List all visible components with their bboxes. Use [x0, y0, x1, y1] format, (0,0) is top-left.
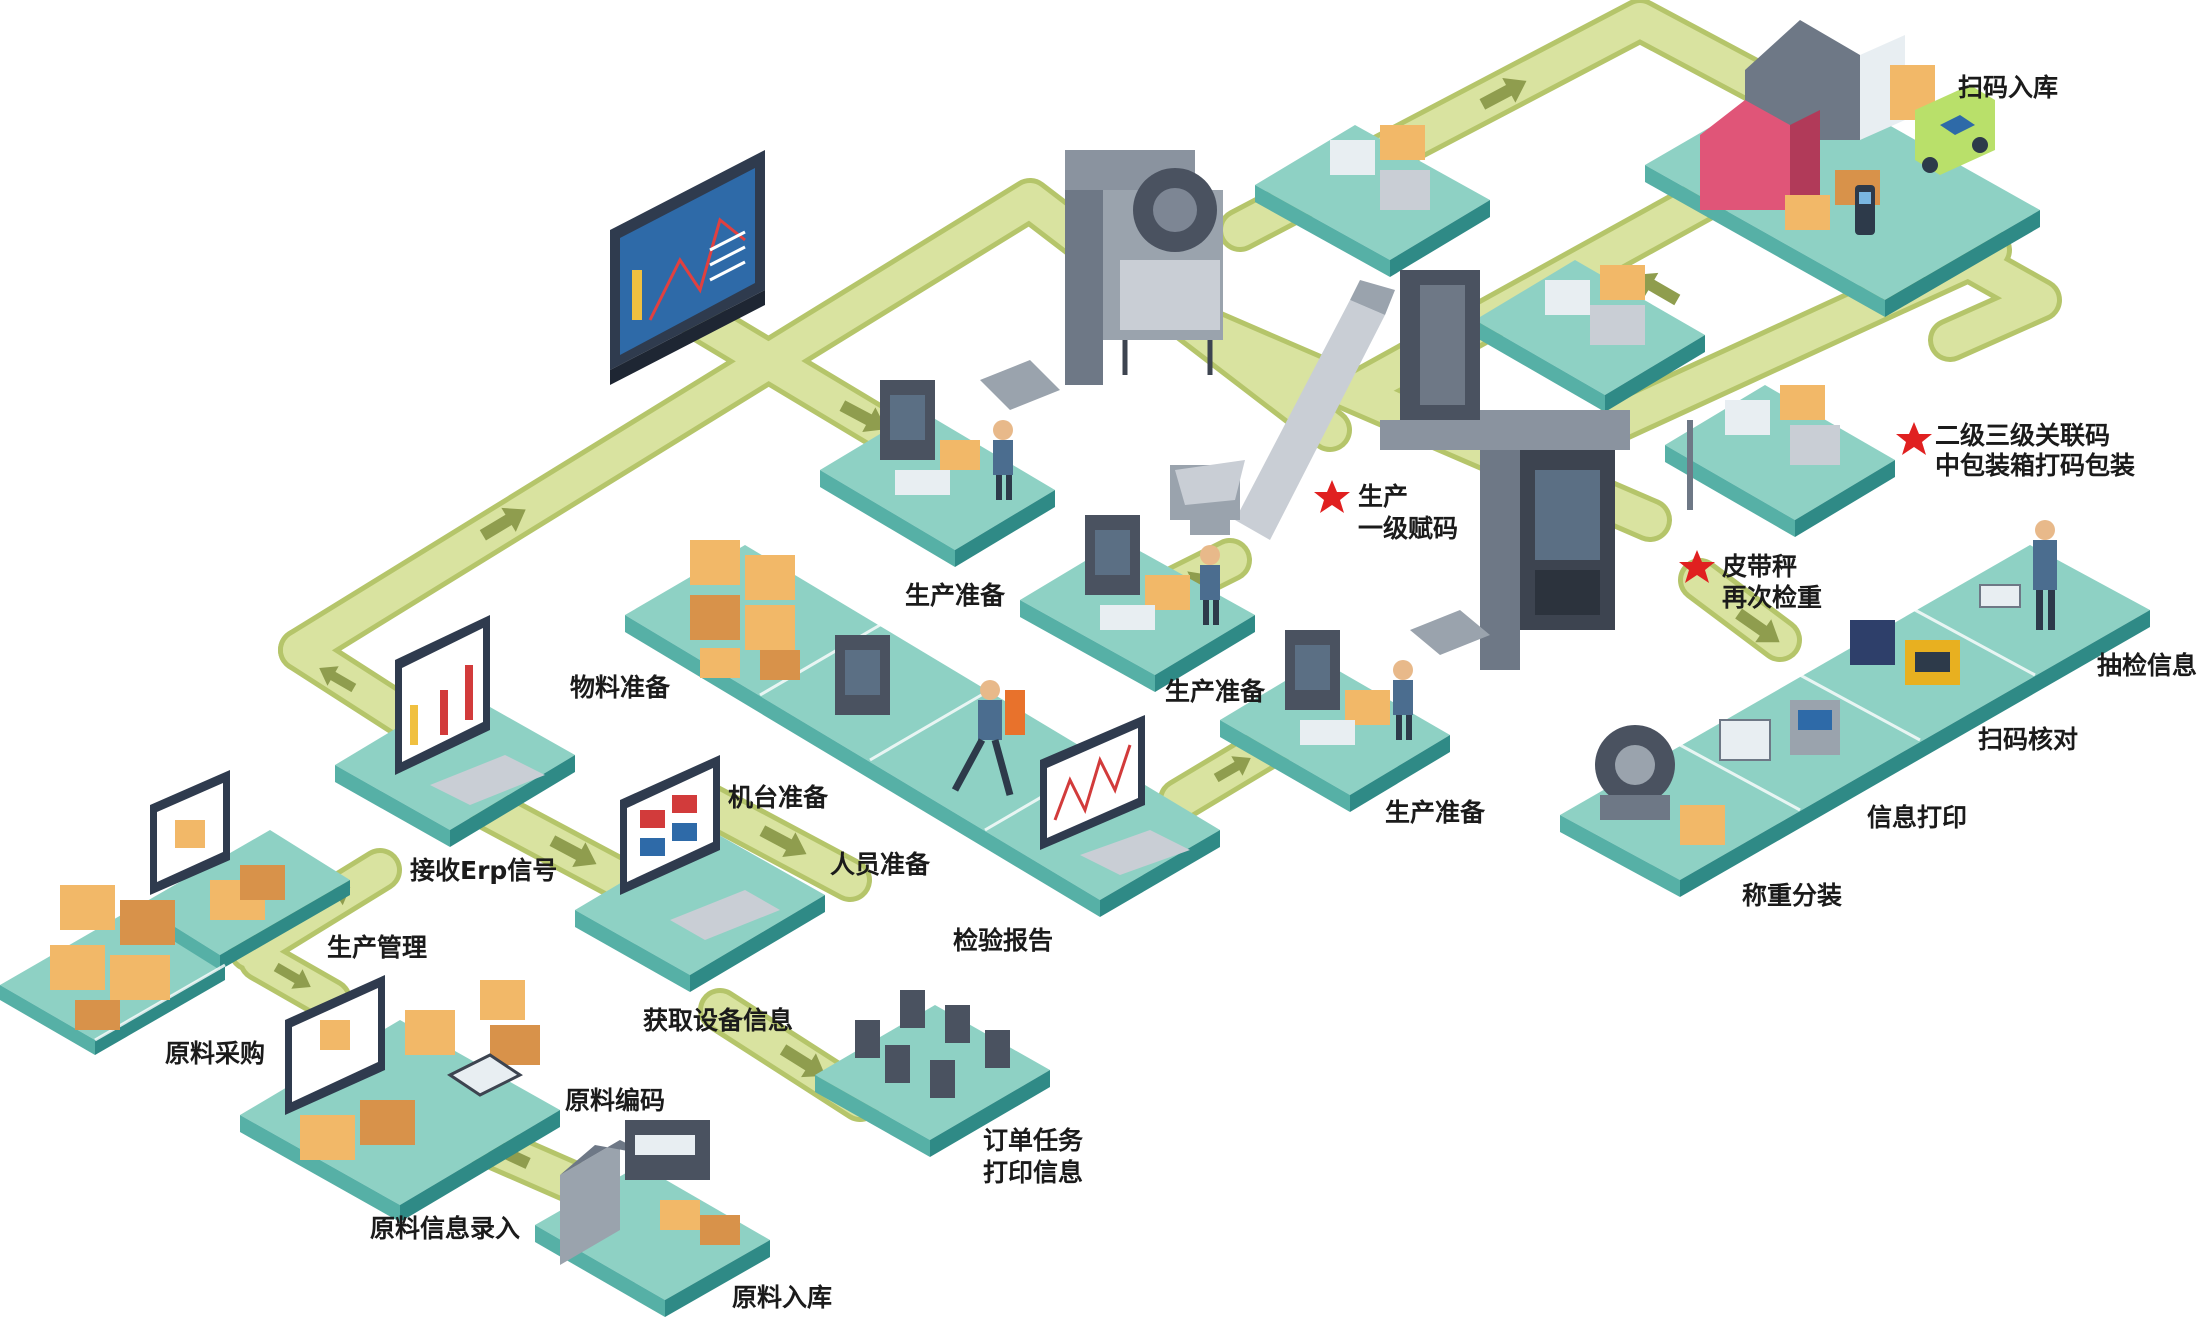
label-sampling-info: 抽检信息 — [2097, 651, 2198, 680]
label-raw-info-entry: 原料信息录入 — [370, 1214, 521, 1243]
weigher-machine-icon — [980, 150, 1223, 410]
label-staff-prep: 人员准备 — [830, 850, 931, 879]
label-production-prep-b: 生产准备 — [1165, 677, 1266, 706]
monitor-chart-icon — [395, 615, 545, 805]
label-info-print: 信息打印 — [1867, 803, 1968, 832]
label-production-management: 生产管理 — [327, 933, 428, 962]
packing-machine-icon — [880, 380, 980, 495]
hopper-icon — [1175, 460, 1245, 535]
scale-icon — [447, 1053, 523, 1097]
elevator-conveyor-icon — [1170, 270, 1480, 540]
label-order-task: 订单任务 — [983, 1126, 1084, 1155]
platform-erp — [335, 690, 575, 847]
box-stack-icon — [300, 980, 540, 1160]
label-get-device-info: 获取设备信息 — [643, 1006, 794, 1035]
box-stack-icon — [1330, 125, 1840, 465]
label-material-prep: 物料准备 — [570, 673, 671, 702]
label-production-prep-c: 生产准备 — [1385, 798, 1486, 827]
worker-icon — [993, 420, 1013, 500]
scanner-icon — [1850, 620, 1960, 685]
label-weigh-dispense: 称重分装 — [1742, 881, 1843, 910]
label-receive-erp: 接收Erp信号 — [410, 856, 558, 885]
monitor-chart-icon — [285, 975, 385, 1115]
label-level1-coding: 一级赋码 — [1358, 514, 1459, 543]
workstations — [690, 380, 1413, 875]
packing-machine-icon — [855, 990, 1010, 1098]
monitor-chart-icon — [150, 770, 285, 920]
packing-machine-icon — [1285, 630, 1390, 745]
worker-icon — [1200, 545, 1220, 625]
packing-machine-icon — [1085, 515, 1190, 630]
label-raw-coding: 原料编码 — [565, 1086, 666, 1115]
label-print-info: 打印信息 — [983, 1158, 1084, 1187]
label-scan-verify: 扫码核对 — [1978, 725, 2079, 754]
label-recheck-weight: 再次检重 — [1722, 583, 1823, 612]
label-box-coding-packing: 中包装箱打码包装 — [1935, 451, 2136, 480]
warehouse-icon — [1700, 20, 1935, 230]
monitor-chart-icon — [1040, 715, 1190, 875]
label-raw-warehousing: 原料入库 — [732, 1283, 833, 1312]
monitor-chart-icon — [620, 755, 780, 940]
worker-icon — [951, 680, 1025, 796]
label-raw-purchase: 原料采购 — [165, 1039, 266, 1068]
platform-inspection-strip — [1560, 545, 2150, 897]
platform-machine-prep — [575, 830, 825, 992]
platform-pack-top — [1255, 125, 1490, 277]
packing-machine-icon — [1410, 410, 1693, 670]
worker-icon — [1393, 660, 1413, 740]
platform-pack-right — [1665, 385, 1895, 537]
monitor-chart-icon — [610, 150, 765, 385]
packing-machine-icon — [835, 635, 890, 715]
weigher-machine-icon — [1595, 725, 1725, 845]
label-inspection-report: 检验报告 — [953, 926, 1054, 955]
label-production-prep-a: 生产准备 — [905, 581, 1006, 610]
label-production: 生产 — [1358, 482, 1409, 511]
worker-icon — [1979, 520, 2057, 630]
box-stack-icon — [690, 540, 800, 680]
star-icon — [1314, 422, 1932, 583]
label-machine-prep: 机台准备 — [728, 783, 829, 812]
truck-icon — [1915, 85, 1995, 175]
label-printer-icon — [1719, 700, 1840, 761]
label-scan-warehousing: 扫码入库 — [1958, 73, 2059, 102]
label-belt-scale: 皮带秤 — [1722, 552, 1798, 581]
label-level-association-code: 二级三级关联码 — [1935, 421, 2111, 450]
warehouse-icon — [560, 1120, 740, 1265]
scanner-icon — [1855, 185, 1875, 235]
box-stack-icon — [50, 885, 175, 1030]
